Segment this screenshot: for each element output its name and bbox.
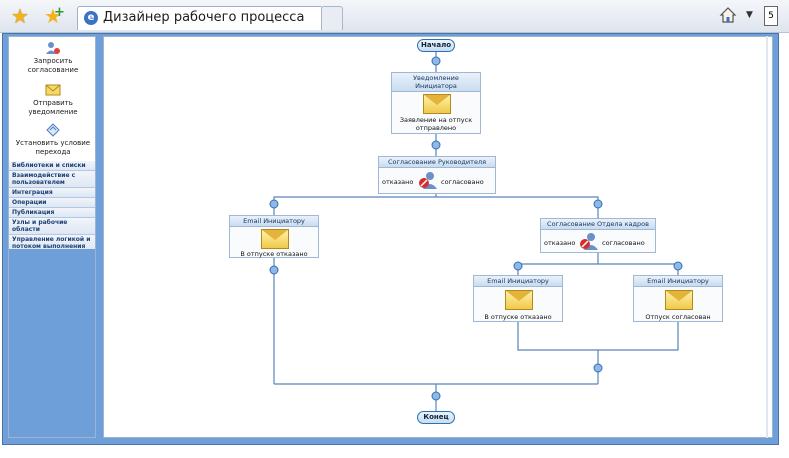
- envelope-icon: [45, 84, 61, 96]
- notify-initiator-activity[interactable]: Уведомление Инициатора Заявление на отпу…: [391, 72, 481, 134]
- rejected-branch-label: отказано: [544, 239, 576, 247]
- page-icon[interactable]: 5: [764, 6, 778, 26]
- browser-toolbar: ★ ★+ e Дизайнер рабочего процесса ▼ 5: [0, 0, 789, 33]
- e-icon: e: [84, 11, 98, 25]
- tab-title: Дизайнер рабочего процесса: [103, 10, 305, 25]
- request-approval-action[interactable]: Запросить согласование: [9, 41, 97, 75]
- condition-icon: [46, 123, 60, 137]
- activity-text: В отпуске отказано: [240, 250, 308, 258]
- set-condition-label: Установить условие перехода: [15, 139, 91, 156]
- email-initiator-right[interactable]: Email Инициатору Отпуск согласован: [633, 275, 723, 322]
- activity-title: Согласование Отдела кадров: [541, 219, 655, 230]
- category-item[interactable]: Библиотеки и списки: [9, 161, 95, 171]
- send-notification-label: Отправить уведомление: [28, 99, 78, 116]
- envelope-icon: [261, 229, 289, 249]
- home-icon[interactable]: [719, 6, 737, 24]
- chevron-down-icon[interactable]: ▼: [746, 10, 753, 20]
- new-tab-button[interactable]: [321, 6, 343, 30]
- envelope-icon: [505, 290, 533, 310]
- send-notification-action[interactable]: Отправить уведомление: [9, 83, 97, 117]
- activity-text: Заявление на отпуск отправлено: [399, 116, 473, 132]
- category-item[interactable]: Узлы и рабочие области: [9, 218, 95, 235]
- envelope-icon: [423, 94, 451, 114]
- rejected-branch-label: отказано: [382, 178, 414, 186]
- activity-title: Email Инициатору: [474, 276, 562, 287]
- hr-approval-activity[interactable]: Согласование Отдела кадров отказано согл…: [540, 218, 656, 253]
- category-list: Библиотеки и списки Взаимодействие с пол…: [9, 161, 95, 252]
- activity-title: Согласование Руководителя: [379, 157, 495, 168]
- activity-text: Отпуск согласован: [645, 313, 711, 321]
- browser-tab[interactable]: e Дизайнер рабочего процесса: [77, 6, 323, 30]
- category-item[interactable]: Операции: [9, 198, 95, 208]
- envelope-icon: [665, 290, 693, 310]
- activities-panel: Запросить согласование Отправить уведомл…: [8, 36, 96, 438]
- manager-approval-activity[interactable]: Согласование Руководителя отказано согла…: [378, 156, 496, 194]
- category-item[interactable]: Публикация: [9, 208, 95, 218]
- approval-request-icon: [46, 42, 60, 54]
- activity-title: Email Инициатору: [634, 276, 722, 287]
- activity-text: В отпуске отказано: [484, 313, 552, 321]
- approval-person-icon: [419, 172, 437, 189]
- vertical-scrollbar[interactable]: [766, 36, 768, 438]
- panel-background: [9, 249, 95, 437]
- end-node[interactable]: Конец: [417, 411, 455, 424]
- activity-title: Email Инициатору: [230, 216, 318, 227]
- add-favorite-icon[interactable]: ★+: [44, 4, 65, 28]
- favorites-star-icon[interactable]: ★: [11, 4, 29, 28]
- approved-branch-label: согласовано: [602, 239, 645, 247]
- category-item[interactable]: Взаимодействие с пользователем: [9, 171, 95, 188]
- category-item[interactable]: Интеграция: [9, 188, 95, 198]
- activity-title: Уведомление Инициатора: [392, 73, 480, 92]
- set-condition-action[interactable]: Установить условие перехода: [9, 123, 97, 157]
- email-initiator-left[interactable]: Email Инициатору В отпуске отказано: [229, 215, 319, 258]
- approved-branch-label: согласовано: [441, 178, 484, 186]
- approval-person-icon: [580, 233, 598, 250]
- start-node[interactable]: Начало: [417, 39, 455, 52]
- email-initiator-mid[interactable]: Email Инициатору В отпуске отказано: [473, 275, 563, 322]
- request-approval-label: Запросить согласование: [27, 57, 79, 74]
